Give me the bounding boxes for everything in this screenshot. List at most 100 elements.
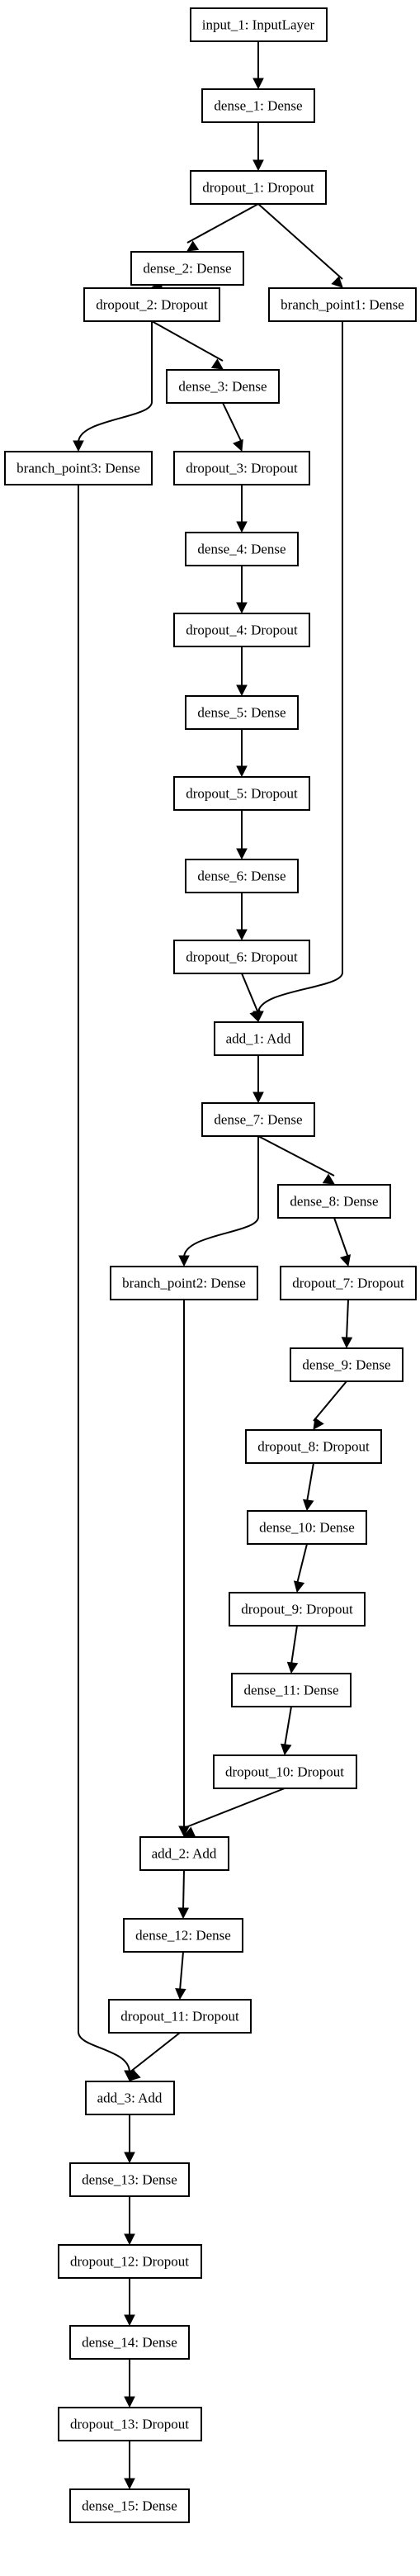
- node-box: [69, 2488, 190, 2523]
- node-label: dense_7: Dense: [214, 1112, 302, 1128]
- node-label: dense_12: Dense: [135, 1928, 231, 1944]
- node-add-2: add_2: Add: [139, 1836, 229, 1871]
- node-box: [85, 2081, 175, 2115]
- node-label: dropout_6: Dropout: [186, 949, 298, 965]
- edge-line: [333, 1217, 349, 1258]
- edge-dropout-10-to-add-2: [182, 1788, 286, 1837]
- edge-dropout-2-to-dense-3: [151, 320, 224, 370]
- edge-line: [182, 1869, 185, 1911]
- node-label: dropout_5: Dropout: [186, 786, 298, 802]
- edge-dense-7-to-branch-point2: [178, 1136, 259, 1267]
- node-box: [173, 940, 310, 974]
- edge-line: [296, 1543, 308, 1584]
- edge-dropout-2-to-branch-point3: [73, 321, 153, 452]
- node-label: dropout_10: Dropout: [225, 1764, 344, 1780]
- node-branch-point3: branch_point3: Dense: [4, 451, 153, 485]
- node-label: dropout_8: Dropout: [257, 1439, 370, 1455]
- node-input-1: input_1: InputLayer: [190, 7, 328, 42]
- node-box: [190, 170, 327, 205]
- node-label: add_3: Add: [97, 2091, 163, 2106]
- node-box: [231, 1673, 352, 1707]
- node-box: [185, 532, 299, 566]
- node-dense-3: dense_3: Dense: [166, 369, 280, 404]
- node-label: dense_3: Dense: [178, 379, 267, 395]
- edge-dropout-3-to-dense-4: [236, 485, 248, 533]
- node-box: [290, 1347, 403, 1382]
- node-box: [201, 88, 315, 123]
- node-dropout-10: dropout_10: Dropout: [213, 1754, 357, 1789]
- edge-dropout-4-to-dense-5: [236, 646, 248, 697]
- edge-line: [78, 321, 153, 443]
- node-box: [213, 1754, 357, 1789]
- node-box: [247, 1510, 367, 1545]
- node-label: dropout_9: Dropout: [241, 1602, 353, 1617]
- node-label: dropout_3: Dropout: [186, 461, 298, 476]
- node-box: [277, 1184, 391, 1219]
- node-dense-7: dense_7: Dense: [201, 1102, 315, 1137]
- arrow-head-icon: [341, 1337, 353, 1349]
- edge-line: [306, 1462, 314, 1503]
- arrow-head-icon: [124, 2396, 135, 2408]
- edge-line: [257, 1135, 335, 1177]
- arrow-head-icon: [236, 602, 248, 614]
- edge-line: [129, 2032, 181, 2073]
- node-box: [229, 1592, 366, 1627]
- node-label: dropout_1: Dropout: [202, 180, 314, 196]
- edge-line: [186, 203, 259, 244]
- edge-dropout-9-to-dense-11: [286, 1625, 299, 1674]
- node-dropout-6: dropout_6: Dropout: [173, 940, 310, 974]
- node-dropout-1: dropout_1: Dropout: [190, 170, 327, 205]
- arrow-head-icon: [73, 440, 84, 452]
- arrow-head-icon: [252, 1011, 264, 1023]
- arrow-head-icon: [124, 2070, 135, 2082]
- edge-dense-6-to-dropout-6: [236, 893, 248, 941]
- arrow-head-icon: [331, 276, 343, 288]
- edge-line: [257, 203, 343, 280]
- edge-line: [257, 321, 343, 1014]
- node-dropout-4: dropout_4: Dropout: [173, 613, 310, 647]
- node-branch-point1: branch_point1: Dense: [268, 287, 417, 322]
- node-label: dense_15: Dense: [82, 2498, 177, 2514]
- arrow-head-icon: [339, 1254, 352, 1267]
- edge-line: [183, 1136, 259, 1258]
- node-label: dense_1: Dense: [214, 98, 302, 114]
- node-box: [173, 451, 310, 485]
- node-box: [83, 287, 220, 322]
- node-dense-9: dense_9: Dense: [290, 1347, 403, 1382]
- edge-dropout-12-to-dense-14: [124, 2278, 135, 2327]
- node-dense-13: dense_13: Dense: [69, 2162, 190, 2197]
- arrow-head-icon: [293, 1580, 305, 1593]
- node-dropout-11: dropout_11: Dropout: [108, 1999, 252, 2034]
- arrow-head-icon: [286, 1661, 299, 1674]
- node-dropout-3: dropout_3: Dropout: [173, 451, 310, 485]
- edge-dense-10-to-dropout-9: [293, 1543, 308, 1593]
- node-label: dense_2: Dense: [143, 261, 231, 277]
- node-label: branch_point3: Dense: [17, 461, 140, 476]
- edge-add-2-to-dense-12: [177, 1869, 190, 1920]
- edge-add-3-to-dense-13: [124, 2114, 135, 2164]
- node-label: dense_14: Dense: [82, 2335, 177, 2351]
- node-dropout-8: dropout_8: Dropout: [245, 1429, 382, 1464]
- node-box: [185, 859, 299, 893]
- edge-dense-12-to-dropout-11: [175, 1951, 186, 2001]
- edge-dense-9-to-dropout-8: [313, 1380, 347, 1430]
- node-box: [201, 1102, 315, 1137]
- node-dense-8: dense_8: Dense: [277, 1184, 391, 1219]
- edge-line: [241, 973, 259, 1014]
- edge-line: [346, 1299, 349, 1340]
- arrow-head-icon: [313, 1417, 324, 1430]
- node-dropout-7: dropout_7: Dropout: [280, 1266, 417, 1300]
- edge-dense-11-to-dropout-10: [280, 1706, 292, 1756]
- arrow-head-icon: [236, 848, 248, 860]
- edge-dropout-8-to-dense-10: [302, 1462, 314, 1512]
- node-box: [110, 1266, 258, 1300]
- node-label: branch_point2: Dense: [122, 1276, 246, 1291]
- edge-line: [78, 485, 130, 2073]
- arrow-head-icon: [124, 2478, 135, 2490]
- edge-dense-13-to-dropout-12: [124, 2196, 135, 2246]
- arrow-head-icon: [175, 1988, 186, 2001]
- node-dropout-2: dropout_2: Dropout: [83, 287, 220, 322]
- arrow-head-icon: [236, 684, 248, 697]
- node-box: [268, 287, 417, 322]
